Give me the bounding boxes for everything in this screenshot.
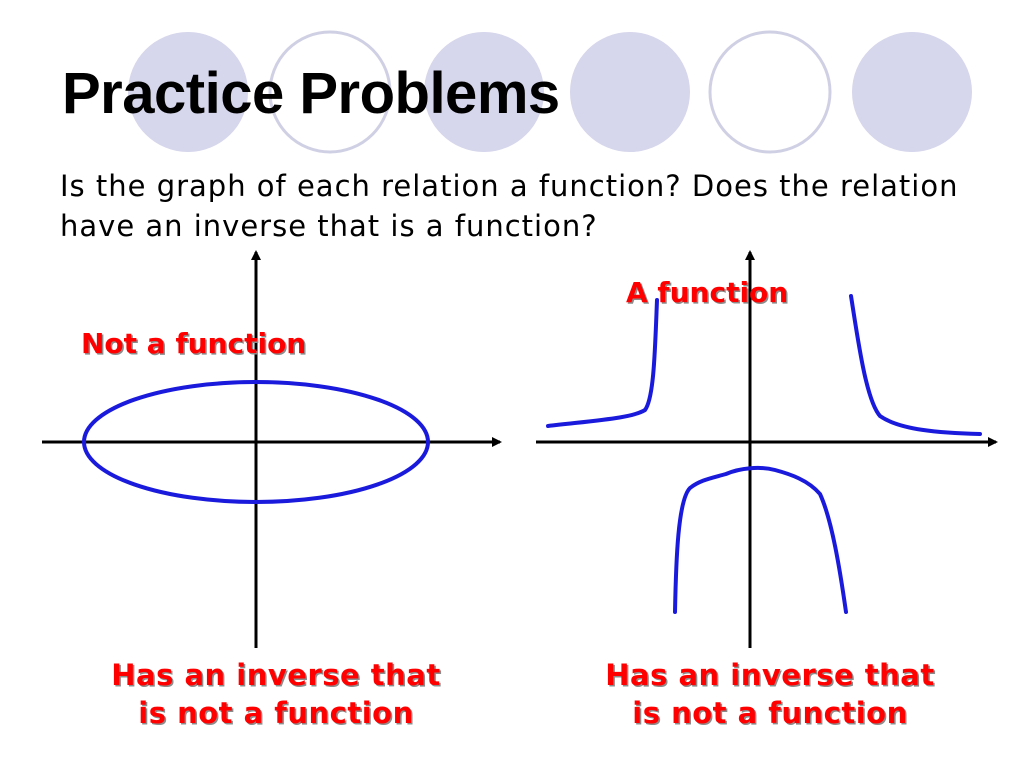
left-inverse-answer: Has an inverse that is not a function <box>66 656 486 732</box>
right-graph <box>536 250 998 648</box>
left-inverse-line-2: is not a function <box>138 696 414 730</box>
decorative-circles <box>128 30 972 154</box>
deco-circle-outline <box>268 30 392 154</box>
right-inverse-line-2: is not a function <box>632 696 908 730</box>
left-inverse-line-1: Has an inverse that <box>111 658 441 692</box>
slide-title: Practice Problems <box>62 61 560 126</box>
right-upper-right-curve <box>849 294 982 436</box>
left-ellipse-curve <box>82 380 430 504</box>
left-graph <box>42 250 502 648</box>
deco-circle-filled <box>570 32 690 152</box>
right-inverse-answer: Has an inverse that is not a function <box>560 656 980 732</box>
right-upper-left-curve <box>546 298 659 428</box>
deco-circle-filled <box>424 32 544 152</box>
right-function-label: A function <box>626 276 789 309</box>
deco-circle-filled <box>852 32 972 152</box>
deco-circle-filled <box>128 32 248 152</box>
right-inverse-line-1: Has an inverse that <box>605 658 935 692</box>
right-lower-curve <box>673 465 848 614</box>
left-function-label: Not a function <box>81 327 307 360</box>
question-text: Is the graph of each relation a function… <box>60 169 959 243</box>
deco-circle-outline <box>708 30 832 154</box>
